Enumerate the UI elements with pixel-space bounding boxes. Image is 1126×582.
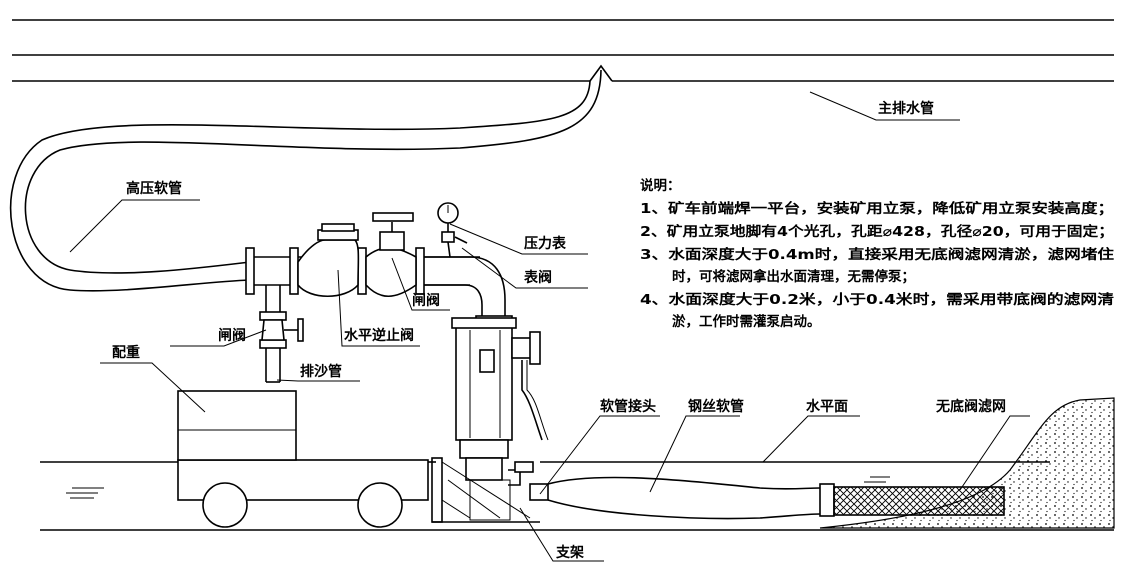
notes-line-3b: 时，可将滤网拿出水面清理，无需停泵； bbox=[672, 268, 915, 285]
pump-icon bbox=[451, 317, 549, 486]
label-horizontal-check-valve: 水平逆止阀 bbox=[344, 327, 414, 344]
pump-elbow bbox=[424, 256, 513, 323]
label-water-level: 水平面 bbox=[806, 398, 848, 415]
notes-line-1: 1、矿车前端焊一平台，安装矿用立泵，降低矿用立泵安装高度； bbox=[640, 200, 1114, 217]
high-pressure-hose bbox=[9, 69, 602, 292]
pressure-gauge-icon bbox=[437, 202, 468, 258]
leader-lines bbox=[69, 91, 1030, 562]
label-gate-valve-left: 闸阀 bbox=[218, 327, 246, 344]
label-sand-discharge-pipe: 排沙管 bbox=[300, 363, 342, 380]
bracket bbox=[431, 457, 540, 523]
notes-line-2: 2、矿用立泵地脚有4个光孔，孔距⌀428，孔径⌀20，可用于固定； bbox=[640, 223, 1114, 240]
mine-cart-icon bbox=[177, 390, 429, 528]
label-pressure-gauge: 压力表 bbox=[524, 235, 567, 252]
filter-screen-icon bbox=[833, 486, 1005, 516]
main-drain-pipe bbox=[12, 54, 1114, 82]
label-gate-valve-top: 闸阀 bbox=[412, 292, 440, 309]
sand-discharge-pipe bbox=[259, 285, 304, 383]
label-high-pressure-hose: 高压软管 bbox=[126, 180, 182, 197]
notes-line-4a: 4、水面深度大于0.2米，小于0.4米时，需采用带底阀的滤网清 bbox=[640, 291, 1115, 308]
label-hose-joint: 软管接头 bbox=[600, 398, 656, 415]
label-steel-wire-hose: 钢丝软管 bbox=[688, 398, 744, 415]
check-valve-icon bbox=[297, 223, 360, 297]
notes-line-4b: 淤，工作时需灌泵启动。 bbox=[672, 313, 821, 330]
label-bottomless-valve-filter: 无底阀滤网 bbox=[935, 398, 1006, 415]
water-surface bbox=[40, 461, 1050, 499]
label-main-drain-pipe: 主排水管 bbox=[878, 100, 934, 117]
sediment-pile bbox=[819, 397, 1115, 529]
label-counterweight: 配重 bbox=[112, 344, 140, 361]
discharge-pipe bbox=[245, 247, 480, 295]
label-bracket: 支架 bbox=[555, 544, 584, 561]
notes-line-3a: 3、水面深度大于0.4m时，直接采用无底阀滤网清淤，滤网堵住 bbox=[640, 246, 1115, 263]
steel-wire-hose bbox=[529, 476, 835, 520]
notes-title: 说明： bbox=[640, 177, 681, 194]
label-gauge-valve: 表阀 bbox=[523, 269, 552, 286]
gate-valve-icon bbox=[365, 212, 417, 298]
notes-block: 说明： 1、矿车前端焊一平台，安装矿用立泵，降低矿用立泵安装高度； 2、矿用立泵… bbox=[640, 177, 1115, 330]
